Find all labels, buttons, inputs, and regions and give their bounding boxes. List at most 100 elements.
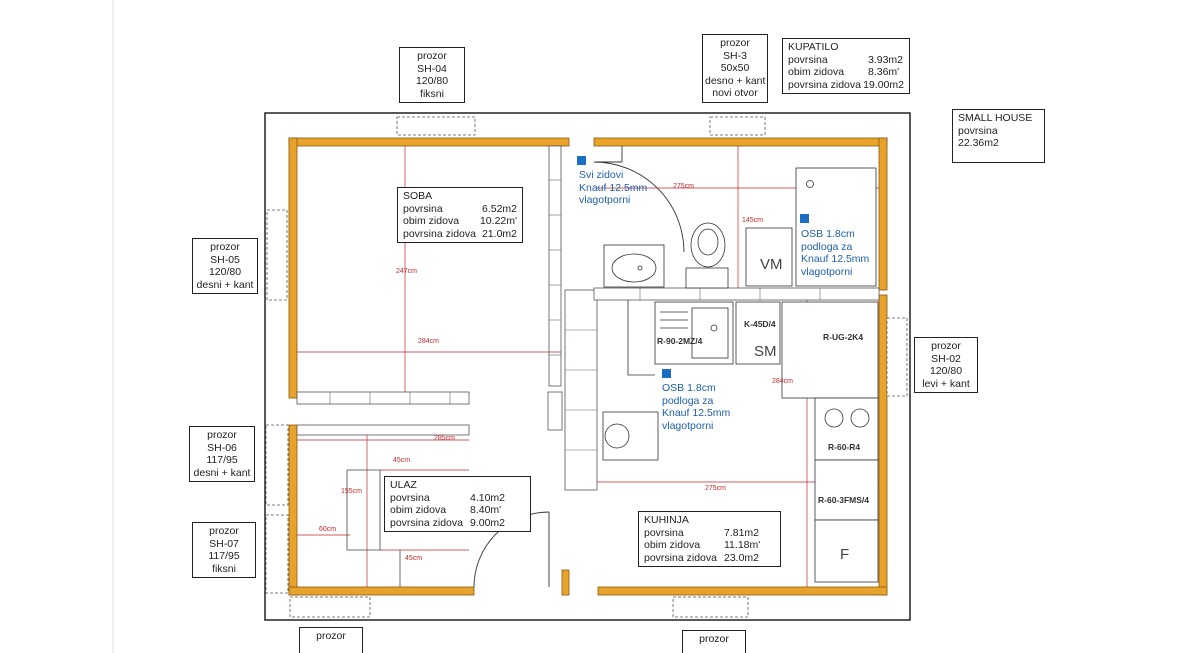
dishwasher xyxy=(735,301,781,365)
note-knauf-walls: Svi zidovi Knauf 12.5mm vlagotporni xyxy=(579,169,648,206)
sink-bowl xyxy=(691,307,729,359)
dim-label: 60cm xyxy=(319,526,337,533)
wall-top-right xyxy=(593,137,888,147)
dim-label: 284cm xyxy=(772,378,794,385)
wall-bottom-right xyxy=(597,586,888,596)
appliance-r60fms: R-60-3FMS/4 xyxy=(818,495,870,505)
appliance-sm: SM xyxy=(754,343,777,360)
window-openings xyxy=(265,116,908,618)
appliance-rug: R-UG-2K4 xyxy=(823,332,864,342)
wall-bottom-left xyxy=(288,586,475,596)
kitchen-fixtures xyxy=(602,300,879,583)
wall-right-lower xyxy=(878,294,888,596)
window-title: prozor xyxy=(417,50,447,62)
marker-knauf xyxy=(577,156,586,165)
dim-label: 45cm xyxy=(405,555,423,562)
hob-cabinet xyxy=(814,397,879,461)
window-type: desno + kant xyxy=(705,74,766,87)
dim-label: 247cm xyxy=(396,268,418,275)
door-bath-swing xyxy=(593,161,685,253)
window-label-sh01: prozor xyxy=(682,630,746,653)
bathroom-fixtures xyxy=(603,167,877,289)
doors xyxy=(473,146,685,588)
window-code: SH-04 xyxy=(417,62,447,75)
window-label-sh07: prozor SH-07 117/95 fiksni xyxy=(192,522,256,578)
window-title: prozor xyxy=(720,37,750,49)
window-label-sh05: prozor SH-05 120/80 desni + kant xyxy=(192,238,258,294)
door-entry-swing xyxy=(473,511,550,588)
window-size: 117/95 xyxy=(208,550,240,562)
window-type: desni + kant xyxy=(193,466,251,479)
partition-bath-kitchen xyxy=(593,287,880,301)
partition-soba-bath xyxy=(548,145,562,387)
house-summary: SMALL HOUSE povrsina 22.36m2 xyxy=(952,109,1045,163)
marker-osb-bath xyxy=(800,214,809,223)
house-area: 22.36m2 xyxy=(958,137,999,149)
window-label-sh04: prozor SH-04 120/80 fiksni xyxy=(399,47,465,103)
window-code: SH-3 xyxy=(723,49,747,62)
appliance-k45: K-45D/4 xyxy=(744,319,776,329)
window-type: desni + kant xyxy=(196,278,254,291)
dim-label: 285cm xyxy=(434,435,456,442)
window-size: 120/80 xyxy=(929,365,963,377)
window-code: SH-05 xyxy=(210,253,240,266)
window-title: prozor xyxy=(699,633,729,645)
dim-label: 145cm xyxy=(742,217,764,224)
window-sh04 xyxy=(396,116,476,136)
partition-soba-ulaz xyxy=(296,391,470,405)
note-osb-bath: OSB 1.8cm podloga za Knauf 12.5mm vlagot… xyxy=(801,228,870,278)
window-code: SH-02 xyxy=(931,352,961,365)
marker-osb-kitchen xyxy=(662,369,671,378)
partition-ulaz-top xyxy=(296,424,470,436)
appliance-r60r4: R-60-R4 xyxy=(828,442,861,452)
room-name: KUPATILO xyxy=(788,41,839,53)
window-title: prozor xyxy=(210,241,240,253)
partition-stub xyxy=(547,391,563,431)
wall-top-left xyxy=(288,137,570,147)
window-sh07 xyxy=(265,514,289,594)
interior-walls xyxy=(296,145,880,491)
fridge xyxy=(814,519,879,583)
wall-left-lower xyxy=(288,424,298,596)
window-sh02 xyxy=(886,317,908,397)
appliance-r90: R-90-2MZ/4 xyxy=(657,336,703,346)
dim-label: 45cm xyxy=(393,457,411,464)
window-size: 117/95 xyxy=(206,454,238,466)
note-osb-kitchen: OSB 1.8cm podloga za Knauf 12.5mm vlagot… xyxy=(662,382,731,432)
drawer-cabinet xyxy=(814,459,879,521)
building-outline xyxy=(264,112,911,621)
washing-machine xyxy=(745,227,793,287)
window-title: prozor xyxy=(209,525,239,537)
window-label-sh03: prozor SH-3 50x50 desno + kant novi otvo… xyxy=(702,34,768,103)
dim-label: 155cm xyxy=(341,488,363,495)
house-title: SMALL HOUSE xyxy=(958,112,1033,124)
window-code: SH-06 xyxy=(207,441,237,454)
window-size: 50x50 xyxy=(720,62,750,74)
outer-walls xyxy=(288,137,888,596)
dim-label: 284cm xyxy=(418,338,440,345)
wall-left-upper xyxy=(288,137,298,399)
window-label-sh06: prozor SH-06 117/95 desni + kant xyxy=(189,426,255,482)
room-name: SOBA xyxy=(403,190,433,202)
partition-central xyxy=(564,289,598,491)
house-area-label: povrsina xyxy=(958,124,998,137)
entry-closet xyxy=(346,469,401,587)
window-title: prozor xyxy=(316,630,346,642)
window-type: fiksni xyxy=(212,562,236,575)
wall-stub xyxy=(561,569,570,596)
window-sh05 xyxy=(266,209,288,301)
corner-cabinet xyxy=(781,301,879,399)
wall-right-upper xyxy=(878,137,888,291)
toilet-tank xyxy=(685,267,729,289)
room-name: ULAZ xyxy=(390,479,417,491)
window-size: 120/80 xyxy=(415,75,449,87)
window-note: novi otvor xyxy=(712,87,758,99)
window-sh03 xyxy=(709,116,766,136)
window-title: prozor xyxy=(207,429,237,441)
